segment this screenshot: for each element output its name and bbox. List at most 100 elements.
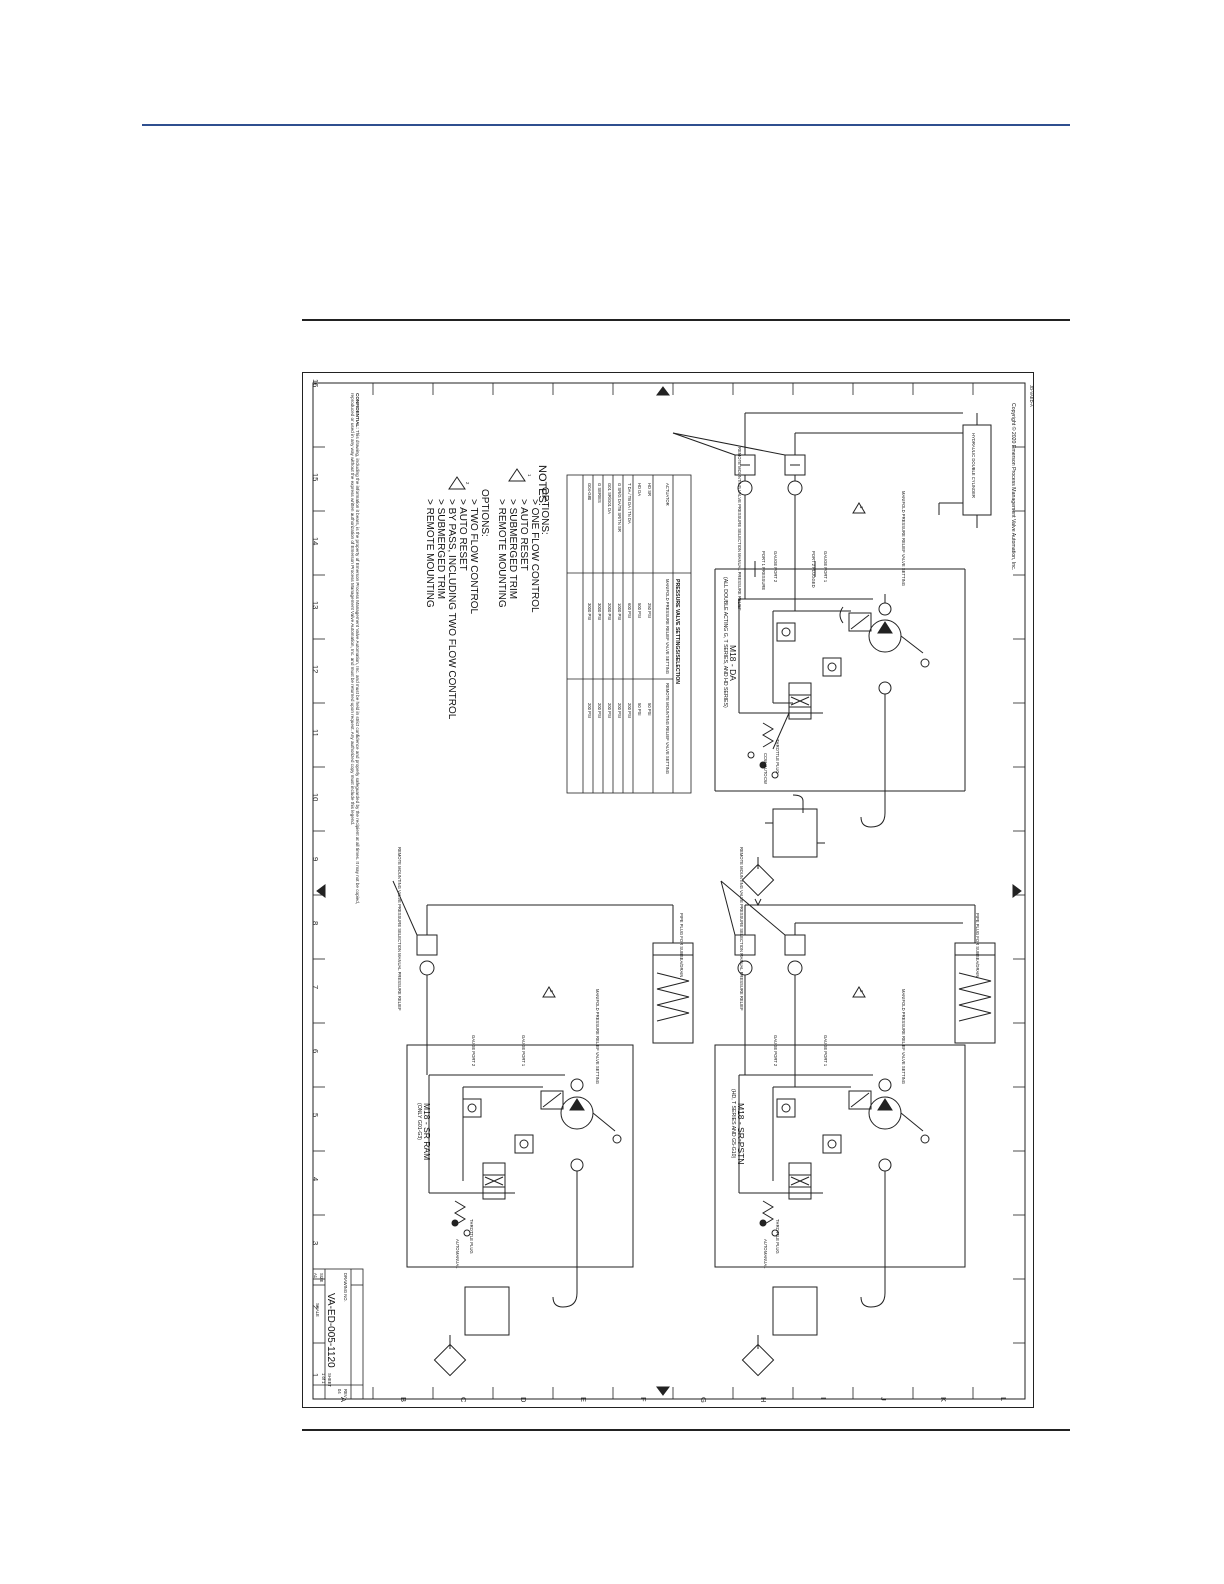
circuit-pstn-gauge2: GAUGE PORT 2 bbox=[773, 1035, 778, 1067]
confidential-label: CONFIDENTIAL: bbox=[355, 393, 360, 429]
circuit-da-gauge2: GAUGE PORT 2 bbox=[773, 551, 778, 583]
note2-item: > TWO FLOW CONTROL bbox=[468, 499, 479, 615]
col-number: 11 bbox=[311, 729, 320, 737]
circuit-da-subtitle: (ALL DOUBLE ACTING G, T SERIES, AND HD S… bbox=[722, 577, 728, 708]
circuit-ram-marker: 2 bbox=[549, 990, 554, 993]
title-scale-label: SCALE bbox=[315, 1303, 320, 1317]
circuit-da-cylinder-label: HYDRAULIC DOUBLE CYLINDER bbox=[971, 433, 976, 498]
table-cell: G SERIES bbox=[597, 483, 602, 503]
note2-item: > AUTO RESET bbox=[457, 499, 468, 571]
col-number: 4 bbox=[311, 1177, 320, 1182]
circuit-pstn-cylinder-label: PIPE PLUG FOR SUBSEA/DRAIN bbox=[975, 913, 980, 978]
table-cell: 200 PSI bbox=[607, 703, 612, 718]
title-block-linework bbox=[312, 1268, 364, 1400]
page-header-rule bbox=[142, 124, 1070, 126]
circuit-da-switch-cw: CW bbox=[763, 777, 768, 784]
title-size-label: SIZE bbox=[319, 1273, 324, 1283]
table-header: ACTUATOR bbox=[665, 483, 670, 506]
table-cell: T DA / TB DA / TN DA bbox=[627, 483, 632, 524]
col-number: 10 bbox=[311, 793, 320, 802]
circuit-pstn-gauge1: GAUGE PORT 1 bbox=[823, 1035, 828, 1067]
circuit-pstn-marker: 2 bbox=[859, 990, 864, 993]
table-cell: 600 PSI bbox=[627, 603, 632, 618]
note2-item: > REMOTE MOUNTING bbox=[424, 499, 435, 608]
circuit-pstn-switch-manual: MANUAL bbox=[763, 1251, 768, 1269]
title-sheet: 1 of 1 bbox=[321, 1373, 326, 1384]
title-rev: 04 bbox=[337, 1389, 342, 1394]
table-cell: 3000 PSI bbox=[597, 603, 602, 621]
row-letter: J bbox=[879, 1397, 888, 1401]
col-number: 15 bbox=[311, 473, 320, 482]
title-drawing-no: VA-ED-005-1120 bbox=[325, 1293, 336, 1368]
note2-title: OPTIONS: bbox=[479, 489, 490, 537]
row-letter: E bbox=[579, 1397, 588, 1403]
circuit-pstn-subtitle: (HD, T SERIES AND G5-G10) bbox=[730, 1089, 736, 1159]
table-cell: 250 PSI bbox=[647, 603, 652, 618]
row-letter: K bbox=[939, 1397, 948, 1403]
copyright-text: Copyright © 2020 Emerson Process Managem… bbox=[1010, 403, 1016, 571]
table-cell: 200 PSI bbox=[597, 703, 602, 718]
row-letter: B bbox=[399, 1397, 408, 1403]
row-letter: H bbox=[759, 1397, 768, 1403]
table-cell: HD DA bbox=[637, 483, 642, 497]
circuit-ram-cylinder-label: PIPE PLUG FOR SUBSEA/DRAIN bbox=[679, 913, 684, 978]
col-number: 14 bbox=[311, 537, 320, 546]
table-header: MANIFOLD PRESSURE RELIEF VALVE SETTING bbox=[665, 579, 670, 675]
note1-item: > ONE FLOW CONTROL bbox=[529, 499, 540, 613]
note1-title: OPTIONS: bbox=[539, 487, 550, 535]
circuit-pstn-throttle: THROTTLE PLUG bbox=[775, 1219, 780, 1254]
table-cell: 3000 PSI bbox=[587, 603, 592, 621]
drawing-text-layer: 16 15 14 13 12 11 10 9 8 7 6 5 4 3 2 1 A… bbox=[303, 373, 1035, 1409]
circuit-da-port-plugged: PORT 2 PLUGGED bbox=[811, 551, 816, 588]
col-number: 9 bbox=[311, 857, 320, 862]
col-number: 13 bbox=[311, 601, 320, 610]
circuit-da-relief-label: MANIFOLD PRESSURE RELIEF VALVE SETTING bbox=[901, 491, 906, 587]
circuit-ram-title: M18 - SR RAM bbox=[422, 1103, 432, 1161]
section-bottom-rule bbox=[302, 1429, 1070, 1431]
table-cell: G04-G80 bbox=[587, 483, 592, 501]
circuit-ram-throttle: THROTTLE PLUG bbox=[469, 1219, 474, 1254]
circuit-da-switch-ccw: CCW bbox=[763, 753, 768, 764]
circuit-da-remote-label: REMOTE MOUNTING VALVE PRESSURE SELECTION… bbox=[737, 447, 742, 611]
circuit-da-linework bbox=[672, 412, 992, 907]
circuit-ram-gauge2: GAUGE PORT 2 bbox=[471, 1035, 476, 1067]
circuit-da-title: M18 - DA bbox=[728, 645, 738, 681]
section-top-rule bbox=[302, 319, 1070, 321]
circuit-da-marker: 1 bbox=[859, 506, 864, 509]
table-cell: G SR/G DA/TB SR/TN SR bbox=[617, 483, 622, 532]
schematic-linework bbox=[312, 382, 1026, 1400]
circuit-da-switch-auto: AUTO bbox=[763, 765, 768, 777]
row-letter: F bbox=[639, 1397, 648, 1402]
table-header: REMOTE MOUNTING RELIEF VALVE SETTING bbox=[665, 683, 670, 775]
title-drawing-no-label: DRAWING NO. bbox=[343, 1273, 348, 1302]
table-cell: 50 PSI bbox=[647, 703, 652, 716]
circuit-pstn-title: M18 - SR-PSTN bbox=[736, 1103, 746, 1165]
circuit-pstn-remote-label: REMOTE MOUNTING VALVE PRESSURE SELECTION… bbox=[739, 847, 744, 1011]
col-number: 16 bbox=[311, 379, 320, 388]
table-title: PRESSURE VALVE SETTINGS/SELECTION bbox=[674, 579, 680, 685]
table-cell: 1000 PSI bbox=[617, 603, 622, 621]
col-number: 3 bbox=[311, 1241, 320, 1246]
circuit-ram-relief-label: MANIFOLD PRESSURE RELIEF VALVE SETTING bbox=[595, 989, 600, 1085]
title-rev-label: REV bbox=[343, 1389, 348, 1398]
row-letter: C bbox=[459, 1397, 468, 1403]
doc-ref: JD-VAED-A bbox=[1029, 385, 1034, 407]
col-number: 1 bbox=[311, 1373, 320, 1378]
table-cell: 200 PSI bbox=[627, 703, 632, 718]
circuit-sr-ram-linework bbox=[392, 880, 694, 1377]
table-cell: 200 PSI bbox=[587, 703, 592, 718]
confidential-block: CONFIDENTIAL: This drawing, including th… bbox=[349, 393, 360, 913]
schematic-drawing-frame: 16 15 14 13 12 11 10 9 8 7 6 5 4 3 2 1 A… bbox=[302, 372, 1034, 1408]
col-number: 7 bbox=[311, 985, 320, 990]
circuit-da-throttle: THROTTLE PLUG bbox=[775, 739, 780, 774]
table-cell: 500 PSI bbox=[637, 603, 642, 618]
row-letter: L bbox=[999, 1397, 1008, 1402]
note-marker-1: 1 bbox=[527, 474, 532, 477]
circuit-sr-pstn-linework bbox=[714, 880, 996, 1377]
note1-item: > REMOTE MOUNTING bbox=[496, 499, 507, 608]
note-marker-2: 2 bbox=[465, 482, 470, 485]
col-number: 12 bbox=[311, 665, 320, 674]
title-size: A1 bbox=[313, 1273, 318, 1279]
circuit-ram-remote-label: REMOTE MOUNTING VALVE PRESSURE SELECTION… bbox=[397, 847, 402, 1011]
row-letter: D bbox=[519, 1397, 528, 1403]
